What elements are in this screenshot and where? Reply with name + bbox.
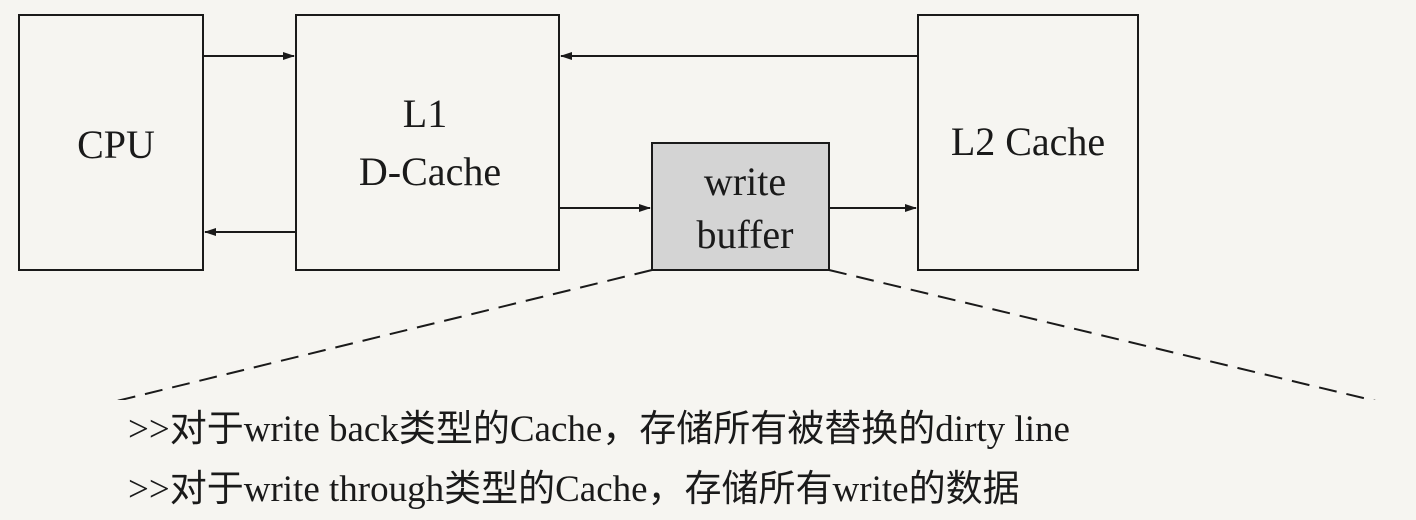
cache-write-buffer-diagram: CPU L1 D-Cache write buffer L2 Cache (18, 14, 1376, 400)
l2-cache-label: L2 Cache (951, 119, 1105, 164)
cpu-block: CPU (18, 14, 204, 271)
l2-cache-block: L2 Cache (917, 14, 1139, 271)
l1-dcache-label: D-Cache (359, 149, 501, 194)
callout-dashed-line-right (828, 269, 1376, 400)
write-buffer-line1: write (704, 159, 786, 204)
cpu-label: CPU (77, 122, 155, 167)
l1-dcache-block: L1 D-Cache (295, 14, 560, 271)
note-write-back: >>对于write back类型的Cache，存储所有被替换的dirty lin… (128, 409, 1070, 450)
l1-label: L1 (403, 91, 447, 136)
callout-dashed-line-left (116, 269, 653, 400)
write-buffer-block: write buffer (651, 142, 830, 271)
write-buffer-line2: buffer (697, 212, 794, 257)
note-write-through: >>对于write through类型的Cache，存储所有write的数据 (128, 469, 1020, 510)
